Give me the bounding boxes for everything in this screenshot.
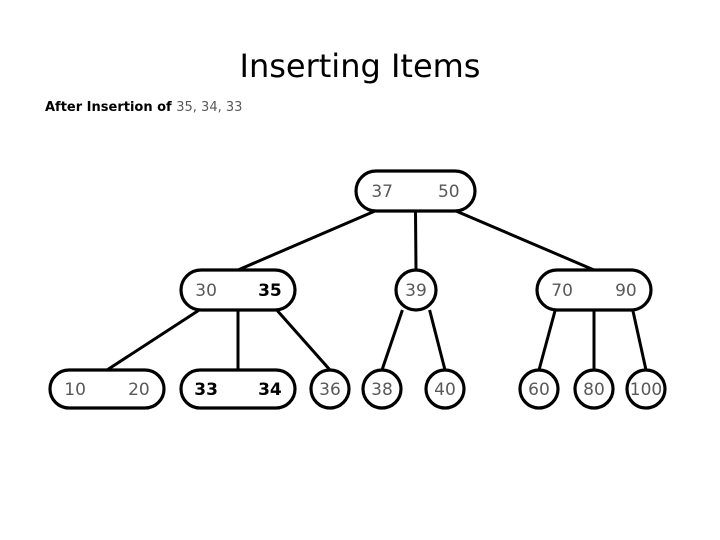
tree-node-n-100[interactable]: 100 — [625, 368, 667, 410]
tree-edge — [106, 308, 201, 372]
node-shape-rounded-rect — [354, 169, 477, 213]
node-layer: 37 50 30 35 39 70 90 10 20 33 34 36 38 40 60 80 100 — [48, 169, 667, 410]
node-shape-rounded-rect — [48, 368, 166, 410]
node-shape-rounded-rect — [179, 268, 297, 312]
node-shape-circle — [424, 368, 466, 410]
tree-node-n-80[interactable]: 80 — [573, 368, 615, 410]
node-key-label: 35 — [258, 281, 282, 301]
node-key-label: 100 — [630, 380, 662, 400]
subtitle-values: 35, 34, 33 — [176, 100, 243, 115]
node-key-label: 70 — [551, 281, 573, 301]
node-key-label: 10 — [64, 380, 86, 400]
tree-edge — [455, 209, 595, 272]
node-key-label: 60 — [528, 380, 550, 400]
node-shape-circle — [573, 368, 615, 410]
tree-edge — [428, 309, 447, 371]
tree-node-n-70-90[interactable]: 70 90 — [535, 268, 653, 312]
node-shape-circle — [361, 368, 403, 410]
tree-node-n-60[interactable]: 60 — [518, 368, 560, 410]
node-shape-rounded-rect — [535, 268, 653, 312]
tree-node-n-33-34[interactable]: 33 34 — [179, 368, 297, 410]
subtitle: After Insertion of 35, 34, 33 — [45, 99, 242, 116]
node-shape-circle — [394, 268, 438, 312]
node-shape-circle — [309, 368, 351, 410]
tree-node-n-39[interactable]: 39 — [394, 268, 438, 312]
node-key-label: 36 — [319, 380, 341, 400]
node-shape-circle — [625, 368, 667, 410]
tree-node-n-38[interactable]: 38 — [361, 368, 403, 410]
tree-node-root[interactable]: 37 50 — [354, 169, 477, 213]
tree-node-n-30-35[interactable]: 30 35 — [179, 268, 297, 312]
tree-node-n-36[interactable]: 36 — [309, 368, 351, 410]
node-shape-circle — [518, 368, 560, 410]
node-key-label: 38 — [371, 380, 393, 400]
node-key-label: 34 — [258, 380, 282, 400]
node-key-label: 30 — [195, 281, 217, 301]
tree-edge — [414, 210, 418, 271]
page-title: Inserting Items — [239, 47, 481, 85]
node-key-label: 33 — [194, 380, 218, 400]
tree-node-n-40[interactable]: 40 — [424, 368, 466, 410]
node-key-label: 90 — [615, 281, 637, 301]
edge-layer — [106, 209, 648, 372]
tree-edge — [380, 309, 404, 371]
node-shape-rounded-rect — [179, 368, 297, 410]
node-key-label: 20 — [128, 380, 150, 400]
tree-edge — [537, 309, 557, 371]
tree-edge — [275, 309, 332, 371]
node-key-label: 50 — [438, 182, 460, 202]
tree-edge — [237, 209, 376, 272]
node-key-label: 40 — [434, 380, 456, 400]
tree-edge — [631, 309, 648, 371]
node-key-label: 80 — [583, 380, 605, 400]
tree-node-n-10-20[interactable]: 10 20 — [48, 368, 166, 410]
subtitle-prefix: After Insertion of — [45, 100, 177, 115]
node-key-label: 39 — [405, 281, 427, 301]
node-key-label: 37 — [371, 182, 393, 202]
